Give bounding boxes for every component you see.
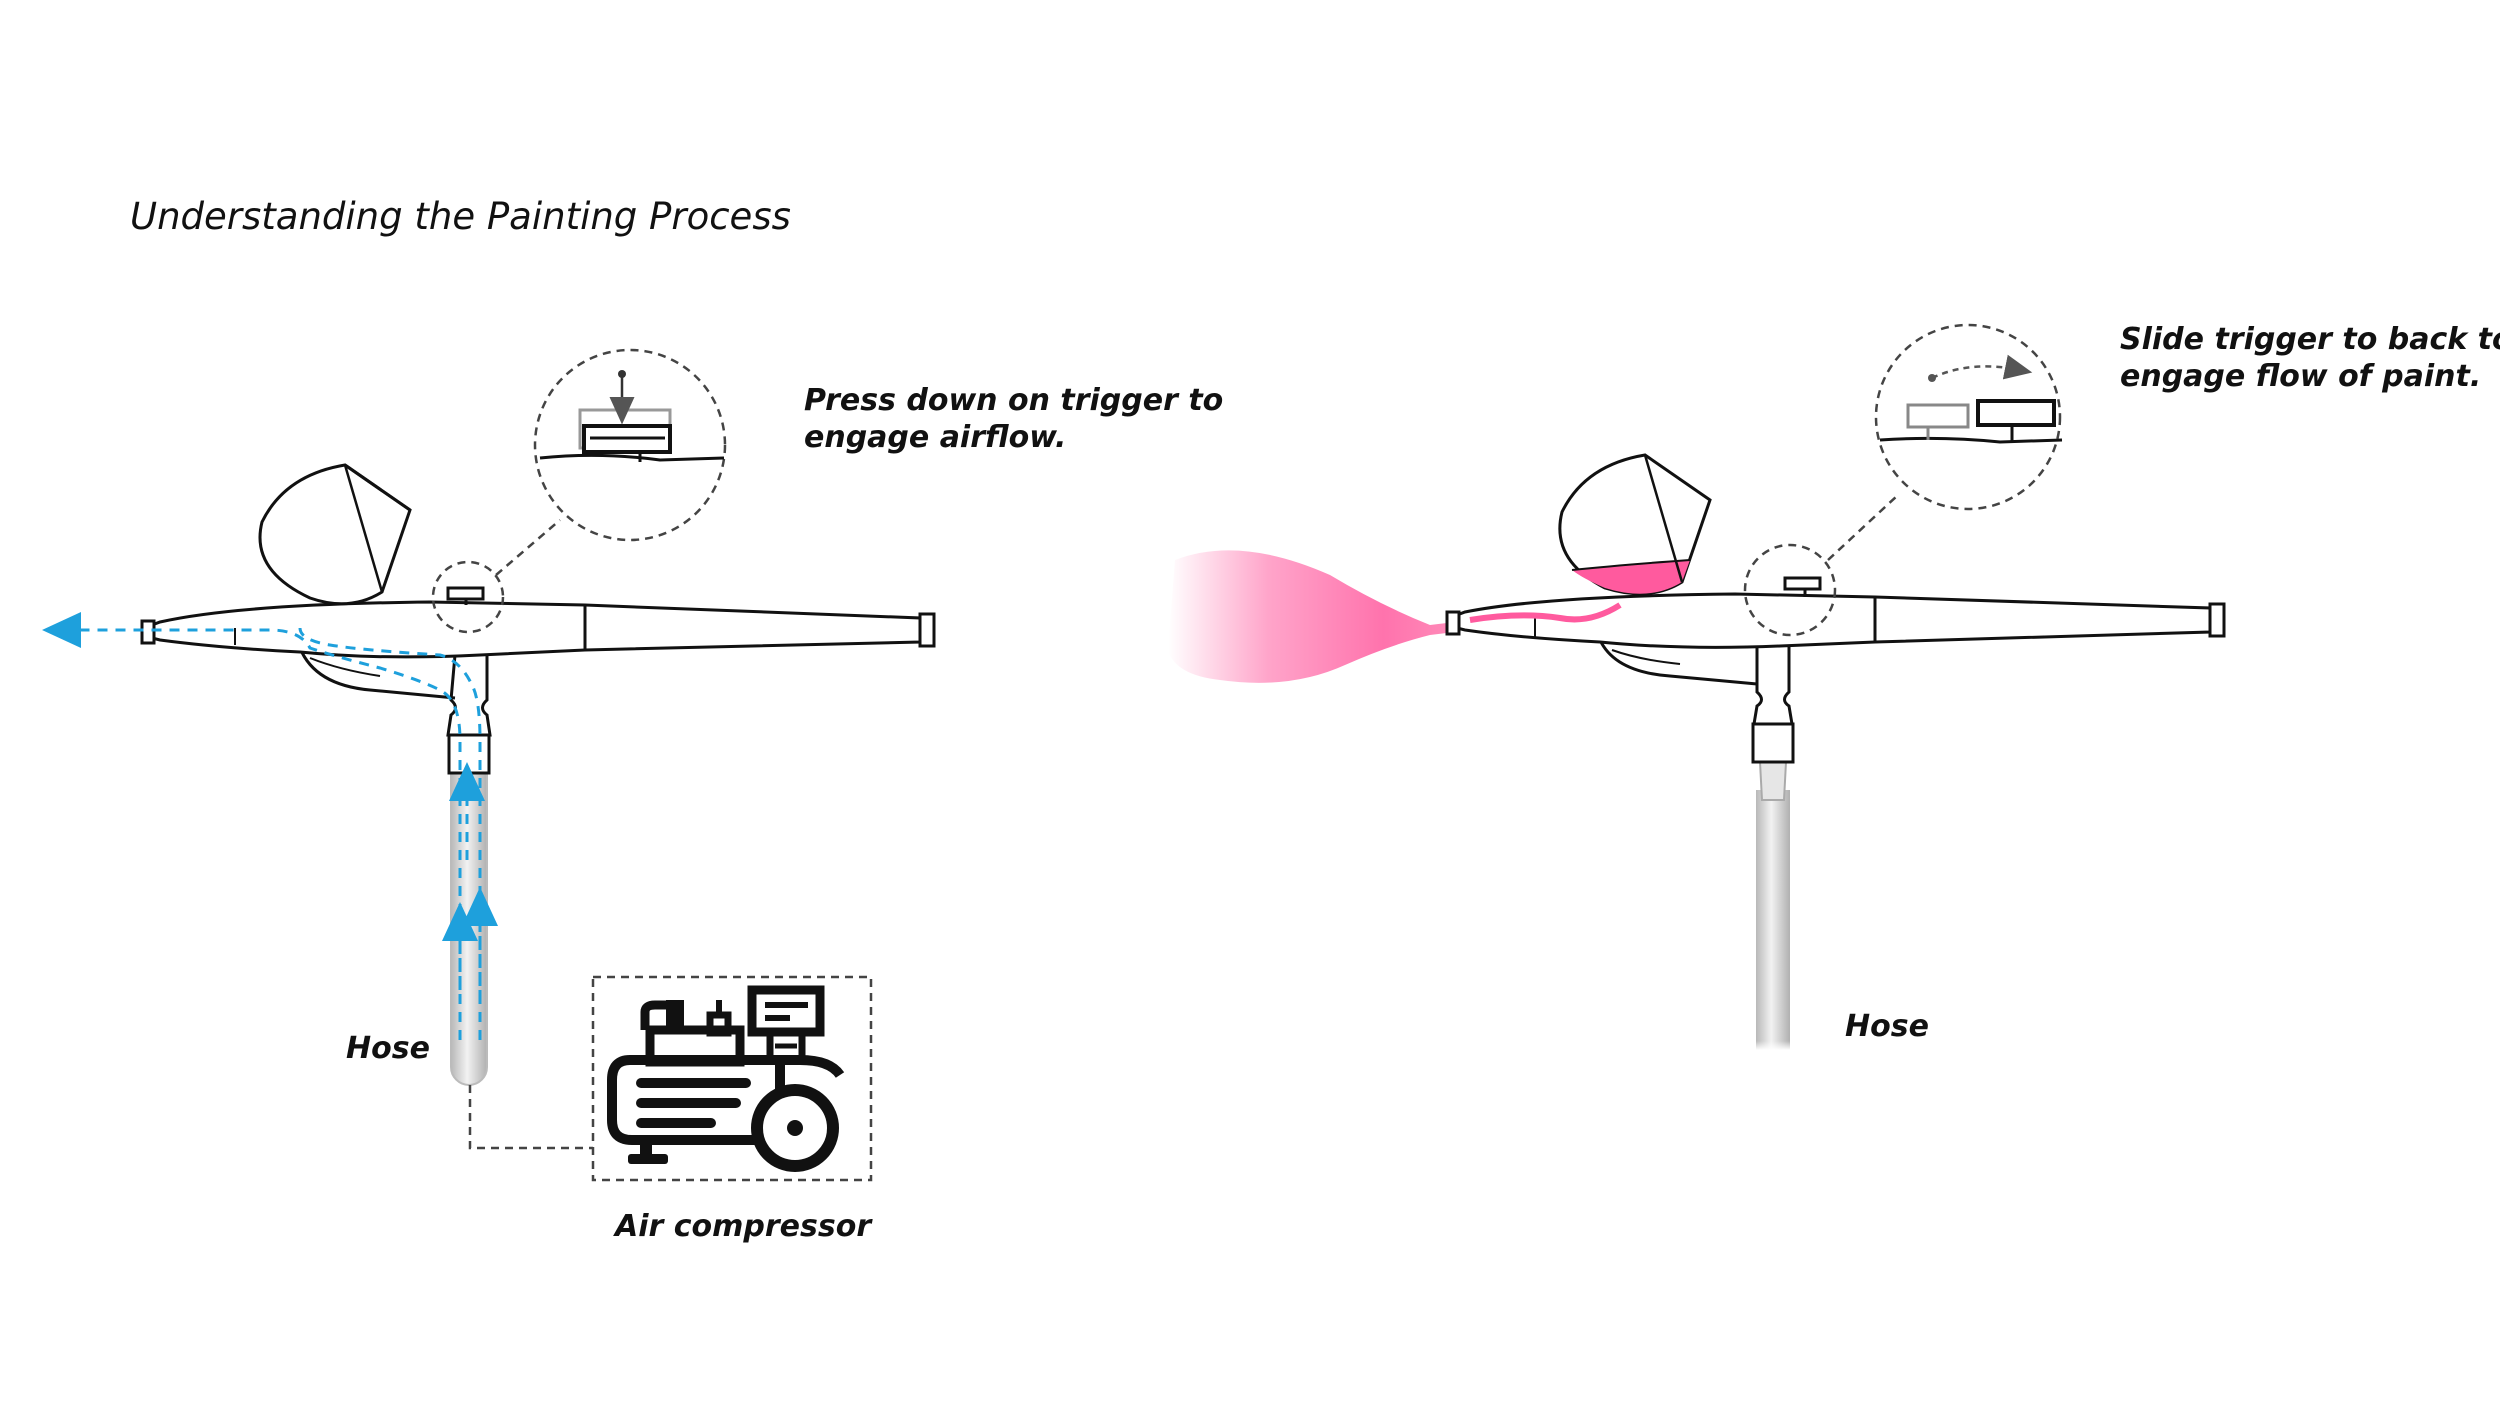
trigger-right	[1783, 576, 1822, 591]
press-trigger-line-1: Press down on trigger to	[804, 383, 1224, 418]
airflow-path-left	[42, 612, 498, 1040]
valve-stem-right	[1752, 638, 1794, 726]
press-trigger-line-2: engage airflow.	[804, 420, 1067, 455]
hose-label-right: Hose	[1845, 1009, 1929, 1044]
paint-spray-plume	[1168, 550, 1455, 683]
press-trigger-callout: Press down on trigger to engage airflow.	[804, 382, 1223, 456]
hose-fitting-left	[447, 733, 491, 775]
airbrush-right	[1445, 453, 2226, 1050]
slide-trigger-callout: Slide trigger to back to engage flow of …	[2120, 321, 2500, 395]
hose-left	[450, 754, 488, 1086]
paint-cup-right	[1558, 453, 1712, 596]
trigger-magnifier-left	[431, 348, 727, 634]
paint-cup-left	[258, 463, 412, 606]
hose-label-left: Hose	[346, 1031, 430, 1066]
end-cap-left	[918, 612, 936, 648]
slide-trigger-line-2: engage flow of paint.	[2120, 359, 2482, 394]
air-compressor-label: Air compressor	[615, 1209, 872, 1244]
slide-trigger-line-1: Slide trigger to back to	[2120, 322, 2500, 357]
end-cap-right	[2208, 602, 2226, 638]
trigger-magnifier-right	[1743, 323, 2063, 637]
trigger-left	[446, 586, 485, 601]
page-title: Understanding the Painting Process	[130, 195, 791, 238]
air-compressor-icon	[468, 975, 873, 1182]
barrel-right	[1455, 592, 2212, 649]
